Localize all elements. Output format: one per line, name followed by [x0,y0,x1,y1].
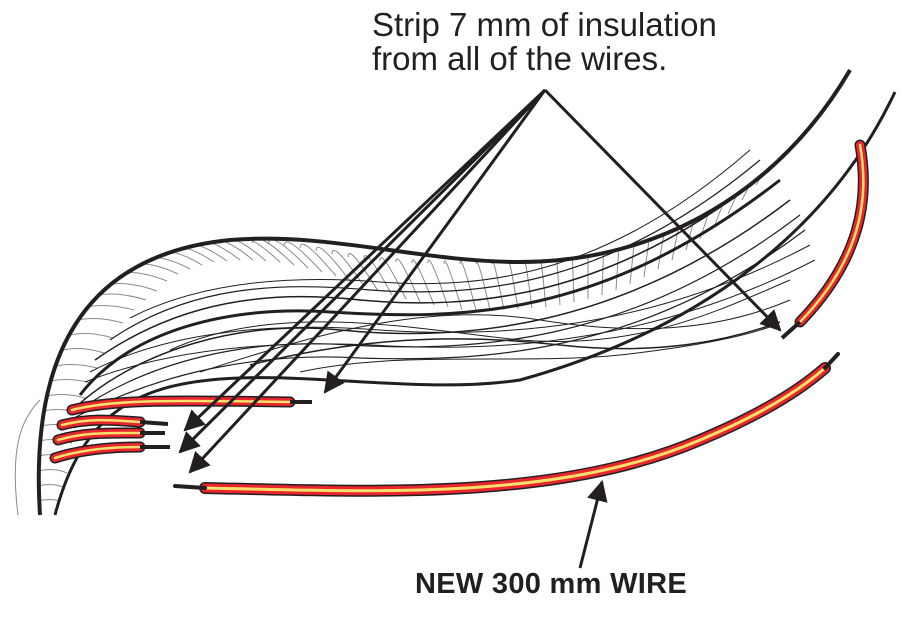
new-wire-caption: NEW 300 mm WIRE [415,568,687,600]
callout-line-2: from all of the wires. [372,40,668,77]
arrow-icon [188,88,547,474]
arrow-icon [178,88,547,454]
new-wire [173,352,840,497]
arrow-icon [183,88,547,432]
stripped-ends [139,320,802,449]
callout-line-1: Strip 7 mm of insulation [372,6,717,43]
leader-arrows [178,88,782,569]
wire-bundle [73,149,816,419]
strip-instruction-callout: Strip 7 mm of insulation from all of the… [372,8,792,76]
arrow-icon [323,89,547,394]
arrow-icon [543,88,782,332]
existing-wires [49,139,869,464]
arrow-icon [578,479,608,569]
